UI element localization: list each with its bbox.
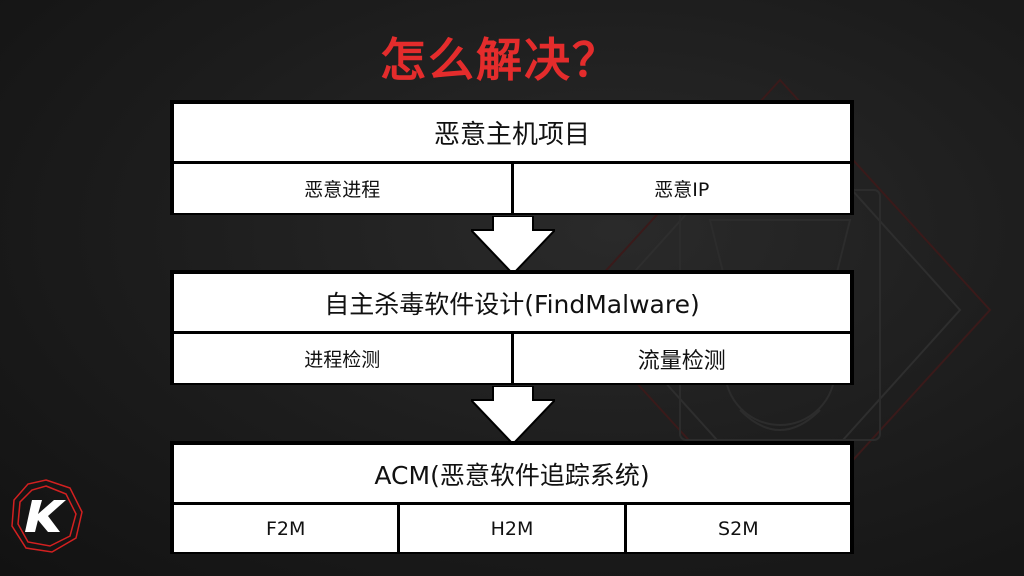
- down-arrow-icon: [471, 386, 555, 444]
- block-item: F2M: [174, 505, 398, 552]
- block-item: 流量检测: [513, 334, 850, 383]
- block-item: S2M: [626, 505, 850, 552]
- block-items-row: 恶意进程 恶意IP: [174, 164, 850, 213]
- block-item: 进程检测: [174, 334, 511, 383]
- block-acm-tracking-system: ACM(恶意软件追踪系统) F2M H2M S2M: [170, 441, 854, 554]
- block-malicious-host-project: 恶意主机项目 恶意进程 恶意IP: [170, 100, 854, 215]
- block-items-row: 进程检测 流量检测: [174, 334, 850, 383]
- block-heading: ACM(恶意软件追踪系统): [174, 445, 850, 502]
- slide-title: 怎么解决？: [380, 33, 620, 87]
- k-logo-icon: [11, 479, 83, 553]
- block-items-row: F2M H2M S2M: [174, 505, 850, 552]
- block-item: 恶意IP: [513, 164, 850, 213]
- block-antivirus-design: 自主杀毒软件设计(FindMalware) 进程检测 流量检测: [170, 270, 854, 385]
- block-heading: 恶意主机项目: [174, 104, 850, 161]
- block-heading: 自主杀毒软件设计(FindMalware): [174, 274, 850, 331]
- block-item: 恶意进程: [174, 164, 511, 213]
- block-item: H2M: [400, 505, 624, 552]
- down-arrow-icon: [471, 216, 555, 274]
